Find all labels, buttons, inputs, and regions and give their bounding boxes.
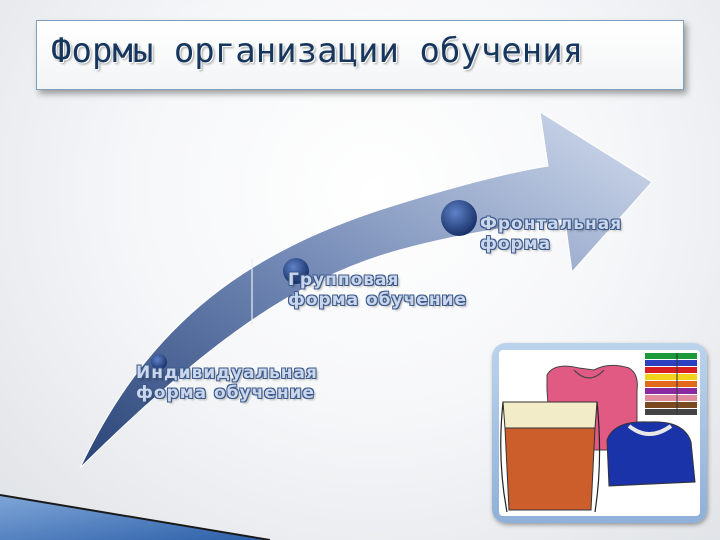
stage-label-group: Групповая форма обучение	[288, 270, 467, 310]
slide-title: Формы организации обучения	[51, 31, 584, 71]
stage-label-individual-line2: форма обучение	[136, 383, 316, 403]
title-box: Формы организации обучения	[36, 20, 684, 90]
stage-dot-frontal	[441, 200, 477, 236]
stage-label-group-line1: Групповая	[288, 270, 400, 290]
stage-dot-individual	[151, 354, 167, 370]
stage-label-frontal: Фронтальная форма	[480, 214, 622, 254]
stage-label-frontal-line2: форма	[480, 234, 552, 254]
stage-label-group-line2: форма обучение	[288, 290, 468, 310]
curved-arrow	[79, 111, 653, 469]
stage-label-individual: Индивидуальная форма обучение	[136, 363, 318, 403]
corner-decoration	[0, 494, 270, 540]
school-bags-illustration	[499, 350, 700, 516]
stage-dot-group	[283, 258, 309, 284]
stage-label-frontal-line1: Фронтальная	[480, 214, 623, 234]
stage-label-individual-line1: Индивидуальная	[136, 363, 318, 383]
illustration-frame	[492, 343, 707, 523]
